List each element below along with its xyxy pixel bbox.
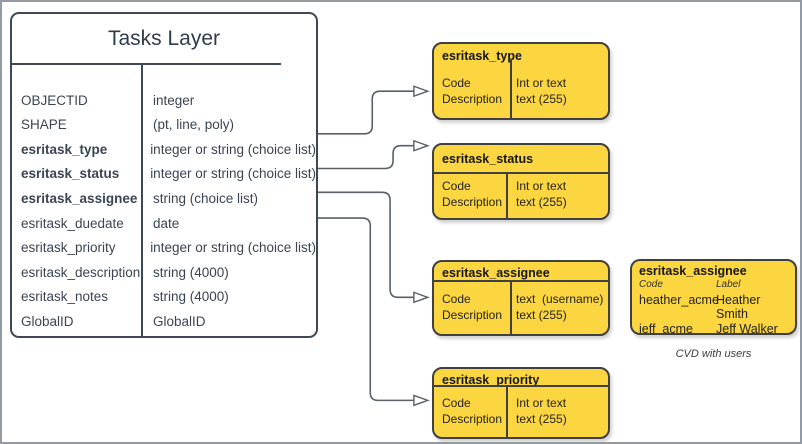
table-row: esritask_type integer or string (choice l… bbox=[12, 137, 316, 162]
field-name: esritask_status bbox=[21, 166, 120, 182]
field-name: esritask_duedate bbox=[21, 215, 124, 231]
field-type: (pt, line, poly) bbox=[153, 117, 235, 133]
domain-box-assignee-types: text (username)text (255) bbox=[516, 292, 604, 322]
table-row: esritask_priority integer or string (choi… bbox=[12, 235, 316, 260]
cvd-row-code: jeff_acme bbox=[639, 321, 693, 335]
cvd-users-title: esritask_assignee bbox=[639, 264, 747, 278]
tasks-layer-title: Tasks Layer bbox=[107, 27, 221, 50]
title-divider bbox=[12, 63, 281, 65]
table-row: SHAPE (pt, line, poly) bbox=[12, 113, 316, 138]
table-row: GlobalID GlobalID bbox=[12, 309, 316, 334]
arrowhead-status bbox=[413, 139, 430, 152]
field-type: integer or string (choice list) bbox=[150, 166, 316, 182]
field-name: esritask_notes bbox=[21, 289, 109, 305]
field-type: date bbox=[153, 215, 180, 231]
domain-box-assignee-hdivider bbox=[434, 280, 608, 282]
connector-type bbox=[316, 90, 414, 135]
field-name: esritask_assignee bbox=[21, 190, 138, 206]
field-type: integer or string (choice list) bbox=[150, 240, 316, 256]
domain-box-assignee-title: esritask_assignee bbox=[442, 266, 550, 280]
domain-box-priority-hdivider bbox=[434, 385, 608, 387]
arrowhead-priority bbox=[413, 394, 430, 407]
field-type: string (4000) bbox=[153, 289, 229, 305]
cvd-row-label: Heather Smith bbox=[716, 292, 761, 322]
domain-box-type-title: esritask_type bbox=[442, 49, 522, 63]
field-name: esritask_priority bbox=[21, 240, 116, 256]
table-row: esritask_description string (4000) bbox=[12, 260, 316, 285]
field-name: esritask_type bbox=[21, 141, 108, 157]
domain-box-status-title: esritask_status bbox=[442, 152, 534, 166]
field-type: integer or string (choice list) bbox=[150, 141, 316, 157]
field-type: integer bbox=[153, 92, 195, 108]
column-divider bbox=[141, 63, 143, 336]
cvd-users-box: esritask_assignee Code Label heather_acm… bbox=[630, 259, 797, 335]
connector-assignee bbox=[316, 191, 414, 299]
table-row: OBJECTID integer bbox=[12, 88, 316, 113]
arrowhead-type bbox=[413, 85, 430, 98]
table-row: esritask_status integer or string (choice… bbox=[12, 162, 316, 187]
connector-status bbox=[316, 144, 414, 170]
cvd-header-code: Code bbox=[639, 279, 663, 290]
table-row: esritask_notes string (4000) bbox=[12, 284, 316, 309]
cvd-caption: CVD with users bbox=[675, 348, 752, 360]
domain-box-assignee-vdivider bbox=[510, 280, 512, 334]
cvd-users-grid: Code Label heather_acme Heather Smith je… bbox=[639, 278, 795, 335]
table-row: esritask_duedate date bbox=[12, 211, 316, 236]
table-row: esritask_assignee string (choice list) bbox=[12, 186, 316, 211]
domain-box-type-vdivider bbox=[510, 60, 512, 118]
domain-box-priority-title: esritask_priority bbox=[442, 373, 540, 387]
field-type: GlobalID bbox=[153, 313, 206, 329]
domain-box-status-vdivider bbox=[506, 172, 508, 218]
field-name: OBJECTID bbox=[21, 92, 88, 108]
field-name: esritask_description bbox=[21, 264, 141, 280]
domain-box-status-hdivider bbox=[434, 172, 608, 174]
cvd-row-label: Jeff Walker bbox=[716, 321, 778, 335]
connector-priority bbox=[316, 217, 414, 402]
field-name: GlobalID bbox=[21, 313, 74, 329]
cvd-header-label: Label bbox=[716, 279, 741, 290]
domain-box-priority-vdivider bbox=[506, 385, 508, 437]
field-name: SHAPE bbox=[21, 117, 67, 133]
cvd-row-code: heather_acme bbox=[639, 292, 719, 307]
field-type: string (choice list) bbox=[153, 190, 259, 206]
arrowhead-assignee bbox=[413, 291, 430, 304]
field-type: string (4000) bbox=[153, 264, 229, 280]
